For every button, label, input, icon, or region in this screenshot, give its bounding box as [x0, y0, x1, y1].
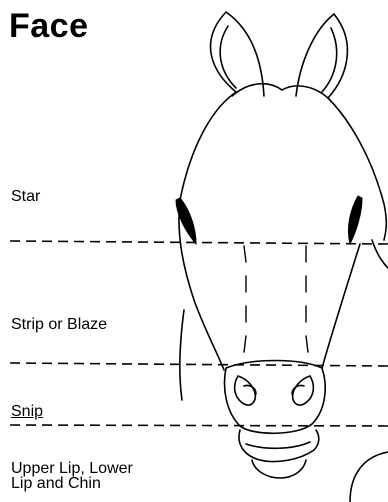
right-nostril	[293, 376, 314, 405]
right-ear-inner	[322, 28, 337, 92]
divider-snip-lips	[10, 425, 388, 426]
lower-lip	[252, 460, 306, 478]
left-ear-outline	[211, 12, 264, 96]
strip-line-left	[244, 246, 246, 352]
right-eye	[348, 196, 362, 244]
forelock	[232, 84, 330, 100]
face-right-lower	[322, 244, 360, 368]
mouth-line	[246, 442, 310, 448]
muzzle-outline	[225, 361, 326, 434]
divider-star-strip	[10, 241, 388, 244]
right-ear-outline	[296, 14, 347, 98]
strip-line-right	[306, 246, 308, 352]
left-nostril	[235, 376, 256, 405]
divider-strip-snip	[10, 363, 388, 366]
left-jaw-line	[180, 310, 184, 400]
chin-circle-partial	[350, 452, 388, 502]
